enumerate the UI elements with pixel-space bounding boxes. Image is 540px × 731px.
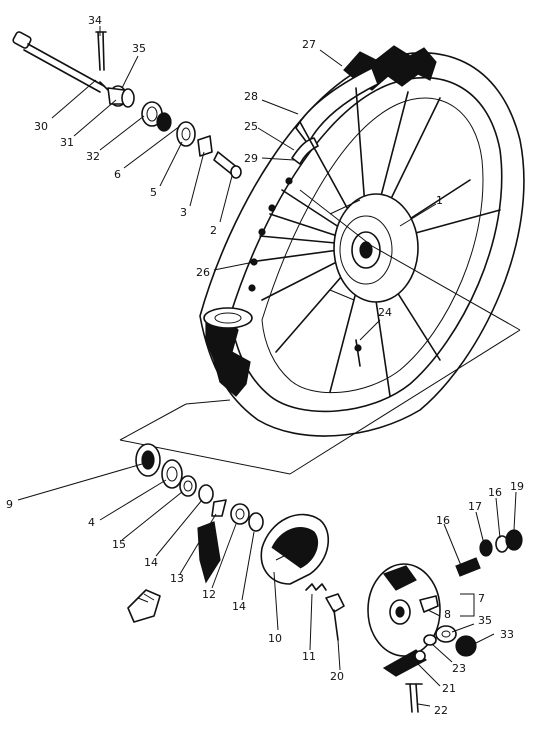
retainer-12 [230,503,250,525]
washer-23 [423,634,437,646]
assembly-plane-lines [119,329,521,475]
ring-14a [198,484,214,504]
callout-25: 25 [244,120,258,133]
bearing-4 [161,459,183,489]
callout-28: 28 [244,90,258,103]
collar-35b [435,625,457,643]
axle-30 [12,31,109,93]
callout-22: 22 [434,704,448,717]
callout-33: 33 [500,628,514,641]
cap-19 [505,529,523,551]
callout-29: 29 [244,152,258,165]
callout-31: 31 [60,136,74,149]
washer-14b [248,512,264,532]
callout-30: 30 [34,120,48,133]
shoe-gear [197,521,221,584]
brake-shoes-10 [260,513,329,585]
clip-13 [211,499,227,517]
bolt-16a [455,557,481,577]
bolt-34 [95,31,107,71]
callout-27: 27 [302,38,316,51]
washer-15 [179,475,197,497]
callout-13: 13 [170,572,184,585]
callout-8: 8 [444,608,451,621]
callout-19: 19 [510,480,524,493]
callout-20: 20 [330,670,344,683]
spring-17 [479,539,493,557]
spacer-2 [213,151,242,179]
callout-14-lower: 14 [232,600,246,613]
callout-16: 16 [436,514,450,527]
cam-20 [325,593,345,641]
seal-32 [141,101,172,132]
callout-6: 6 [114,168,121,181]
callout-10: 10 [268,632,282,645]
callout-5: 5 [150,186,157,199]
callout-26: 26 [196,266,210,279]
callout-9: 9 [6,498,13,511]
callout-23: 23 [452,662,466,675]
seal-9 [135,443,161,477]
collar-31 [107,87,135,108]
callout-32: 32 [86,150,100,163]
callout-2: 2 [210,224,217,237]
callout-14: 14 [144,556,158,569]
bearing-6 [176,121,196,147]
spring-11 [305,583,327,591]
callout-35: 35 [132,42,146,55]
bolt-22 [405,683,423,713]
callout-4: 4 [88,516,95,529]
callout-24: 24 [378,306,392,319]
tool-part [127,589,161,623]
callout-3: 3 [180,206,187,219]
callout-16-upper: 16 [488,486,502,499]
callout-21: 21 [442,682,456,695]
leader-lines [17,26,517,707]
brake-plate-7 [367,563,441,657]
nipples-26 [248,177,293,292]
clip-3 [197,135,213,157]
valve-24 [354,339,362,367]
spokes [249,87,501,397]
axle-centerline [299,189,521,331]
hub-1 [329,193,419,303]
callout-7: 7 [478,592,485,605]
lever-21 [382,649,427,677]
callout-34: 34 [88,14,102,27]
nut-33 [455,635,477,657]
callout-35-lower: 35 [478,614,492,627]
callout-1: 1 [436,194,443,207]
callout-15: 15 [112,538,126,551]
callout-17: 17 [468,500,482,513]
callout-11: 11 [302,650,316,663]
callout-labels: 34 35 30 31 32 6 5 3 2 27 28 25 29 1 26 … [6,14,524,717]
tube-28 [295,67,379,145]
callout-12: 12 [202,588,216,601]
